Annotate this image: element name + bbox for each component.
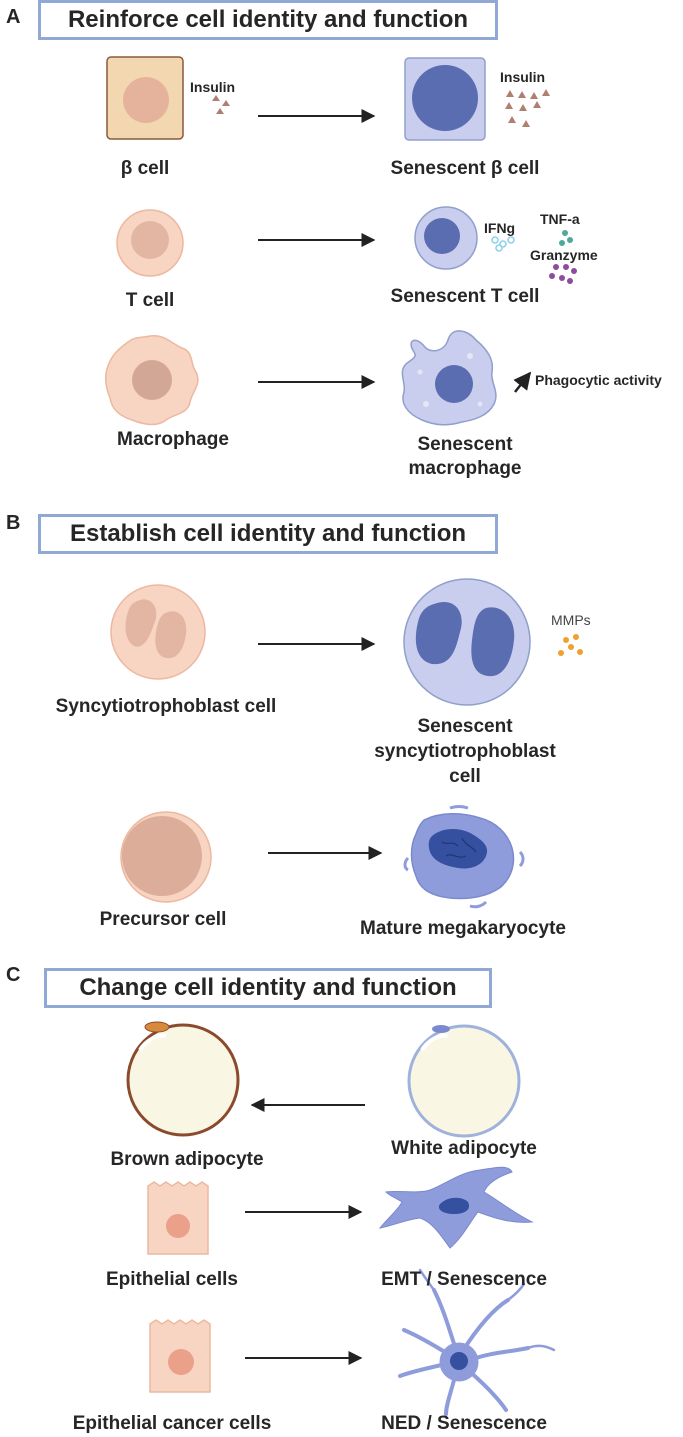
panel-a-title-text: Reinforce cell identity and function bbox=[67, 6, 469, 33]
panel-c-letter: C bbox=[6, 964, 21, 986]
epithelial-cancer-cell-icon bbox=[149, 1319, 211, 1393]
megakaryocyte-icon bbox=[403, 805, 525, 909]
senescent-t-cell-label: Senescent T cell bbox=[390, 286, 540, 307]
panel-b-title-text: Establish cell identity and function bbox=[69, 520, 467, 547]
mmps-molecules-icon bbox=[558, 634, 583, 656]
senescent-beta-cell-icon bbox=[404, 57, 486, 141]
insulin-granules-icon bbox=[212, 95, 230, 114]
t-cell-icon bbox=[116, 209, 184, 277]
mmps-label: MMPs bbox=[551, 612, 591, 628]
emt-cell-icon bbox=[378, 1166, 534, 1249]
panel-c-title: Change cell identity and function bbox=[44, 968, 492, 1008]
beta-cell-icon bbox=[106, 56, 184, 140]
insulin-label: Insulin bbox=[190, 79, 236, 95]
senescent-syncytiotrophoblast-label-line2: syncytiotrophoblast bbox=[374, 741, 556, 762]
macrophage-icon bbox=[105, 335, 199, 426]
granzyme-molecules-icon bbox=[549, 264, 577, 284]
ned-senescence-label: NED / Senescence bbox=[381, 1413, 547, 1434]
senescent-beta-cell-label: Senescent β cell bbox=[390, 158, 540, 179]
white-adipocyte-icon bbox=[407, 1024, 521, 1138]
beta-cell-label: β cell bbox=[120, 158, 170, 179]
senescent-syncytiotrophoblast-label-line3: cell bbox=[449, 766, 481, 787]
phagocytic-activity-label: Phagocytic activity bbox=[535, 372, 662, 388]
precursor-cell-label: Precursor cell bbox=[99, 909, 227, 930]
senescent-t-cell-icon bbox=[414, 206, 478, 270]
tnfa-molecules-icon bbox=[559, 230, 573, 246]
ifng-molecules-icon bbox=[491, 236, 515, 252]
panel-a-title: Reinforce cell identity and function bbox=[38, 0, 498, 40]
ifng-label: IFNg bbox=[484, 220, 516, 236]
senescent-macrophage-label-line2: macrophage bbox=[408, 458, 522, 479]
epithelial-cell-icon bbox=[147, 1181, 209, 1255]
white-adipocyte-label: White adipocyte bbox=[391, 1138, 537, 1159]
panel-c-title-text: Change cell identity and function bbox=[79, 974, 457, 1001]
epithelial-cells-label: Epithelial cells bbox=[106, 1269, 238, 1290]
senescent-macrophage-label-line1: Senescent bbox=[417, 434, 513, 455]
macrophage-label: Macrophage bbox=[117, 429, 229, 450]
syncytiotrophoblast-cell-icon bbox=[110, 584, 206, 680]
emt-senescence-label: EMT / Senescence bbox=[381, 1269, 547, 1290]
tnfa-label: TNF-a bbox=[540, 211, 580, 227]
panel-b-title: Establish cell identity and function bbox=[38, 514, 498, 554]
senescent-syncytiotrophoblast-label-line1: Senescent bbox=[417, 716, 513, 737]
granzyme-label: Granzyme bbox=[530, 247, 598, 263]
brown-adipocyte-label: Brown adipocyte bbox=[110, 1149, 264, 1170]
precursor-cell-icon bbox=[120, 811, 212, 903]
ned-cell-icon bbox=[398, 1268, 556, 1416]
increase-arrow-icon bbox=[513, 371, 532, 393]
senescent-syncytiotrophoblast-icon bbox=[403, 578, 531, 706]
insulin-label-senescent: Insulin bbox=[500, 69, 546, 85]
panel-a-letter: A bbox=[6, 6, 21, 28]
epithelial-cancer-cells-label: Epithelial cancer cells bbox=[72, 1413, 272, 1434]
syncytiotrophoblast-label: Syncytiotrophoblast cell bbox=[55, 696, 277, 717]
insulin-granules-icon bbox=[505, 89, 550, 127]
senescent-macrophage-icon bbox=[401, 330, 497, 426]
panel-b-letter: B bbox=[6, 512, 21, 534]
t-cell-label: T cell bbox=[125, 290, 175, 311]
brown-adipocyte-icon bbox=[126, 1021, 240, 1137]
mature-megakaryocyte-label: Mature megakaryocyte bbox=[360, 918, 566, 939]
